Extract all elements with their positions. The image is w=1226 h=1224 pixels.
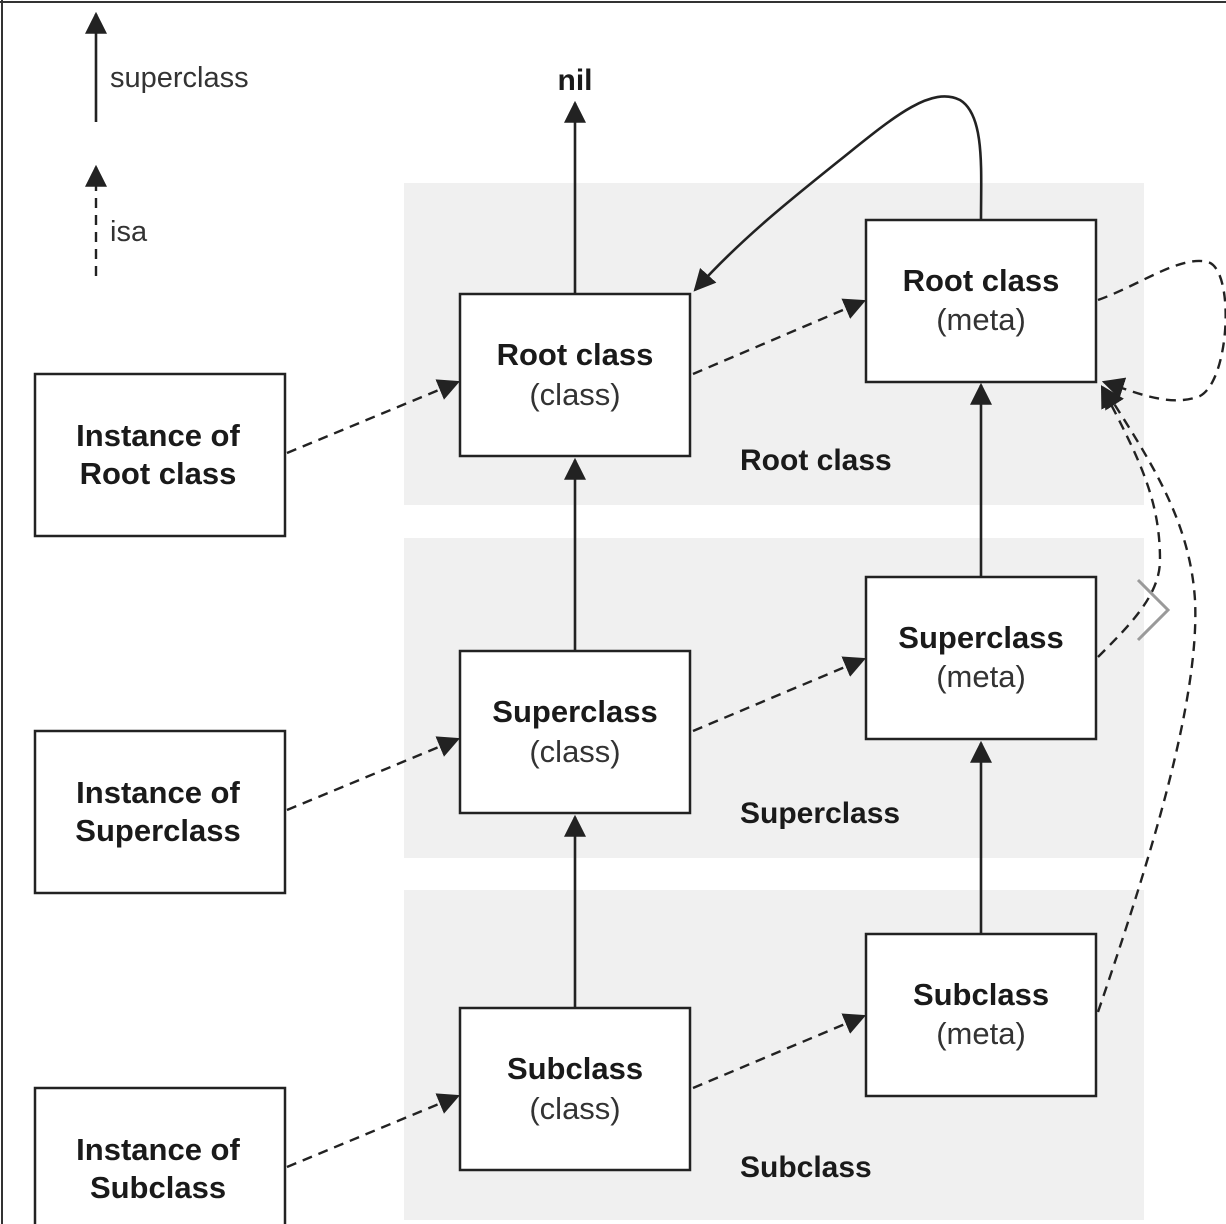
- subclass-meta-title: Subclass: [913, 977, 1049, 1012]
- instance-superclass-box: Instance of Superclass: [33, 729, 287, 895]
- root-class-meta-title: Root class: [903, 263, 1060, 298]
- isa-arrow-subclass-to-submeta: [692, 1013, 867, 1090]
- root-class-meta-box: Root class (meta): [864, 218, 1098, 384]
- instance-root-line1: Instance of: [76, 418, 240, 453]
- root-class-class-title: Root class: [497, 337, 654, 372]
- subclass-meta-sub: (meta): [936, 1016, 1026, 1051]
- isa-arrow-superclass-to-supermeta: [692, 656, 867, 733]
- superclass-meta-box: Superclass (meta): [864, 575, 1098, 741]
- isa-arrow-submeta-to-rootmeta: [1096, 386, 1197, 1013]
- chevron-right-icon: [1136, 578, 1171, 642]
- isa-arrow-instance-sub-to-subclass: [286, 1093, 461, 1169]
- next-image-button[interactable]: [1125, 570, 1185, 650]
- nil-label: nil: [558, 64, 593, 97]
- isa-arrow-rootclass-to-rootmeta: [692, 298, 867, 376]
- legend-isa-label: isa: [110, 216, 148, 248]
- band-label-subclass: Subclass: [740, 1151, 872, 1184]
- superclass-class-sub: (class): [529, 734, 620, 769]
- instance-superclass-line1: Instance of: [76, 775, 240, 810]
- root-class-class-sub: (class): [529, 377, 620, 412]
- root-class-meta-sub: (meta): [936, 302, 1026, 337]
- subclass-class-title: Subclass: [507, 1051, 643, 1086]
- instance-subclass-line2: Subclass: [90, 1170, 226, 1205]
- subclass-class-box: Subclass (class): [458, 1006, 692, 1172]
- instance-root-line2: Root class: [80, 456, 237, 491]
- superclass-meta-title: Superclass: [898, 620, 1063, 655]
- subclass-class-sub: (class): [529, 1091, 620, 1126]
- legend: superclass isa: [85, 11, 249, 276]
- isa-arrow-instance-super-to-superclass: [286, 736, 461, 812]
- instance-superclass-line2: Superclass: [75, 813, 240, 848]
- band-label-superclass: Superclass: [740, 797, 900, 830]
- subclass-meta-box: Subclass (meta): [864, 932, 1098, 1098]
- instance-root-class-box: Instance of Root class: [33, 372, 287, 538]
- superclass-class-title: Superclass: [492, 694, 657, 729]
- isa-arrow-rootmeta-self-loop: [1097, 259, 1226, 402]
- instance-subclass-line1: Instance of: [76, 1132, 240, 1167]
- superclass-meta-sub: (meta): [936, 659, 1026, 694]
- instance-subclass-box: Instance of Subclass: [33, 1086, 287, 1224]
- superclass-class-box: Superclass (class): [458, 649, 692, 815]
- isa-arrow-supermeta-to-rootmeta: [1097, 385, 1162, 658]
- root-class-class-box: Root class (class): [458, 292, 692, 458]
- legend-superclass-label: superclass: [110, 62, 249, 94]
- superclass-arrow-rootmeta-to-rootclass: [693, 95, 983, 292]
- isa-arrow-instance-root-to-rootclass: [286, 379, 461, 455]
- band-label-root: Root class: [740, 444, 892, 477]
